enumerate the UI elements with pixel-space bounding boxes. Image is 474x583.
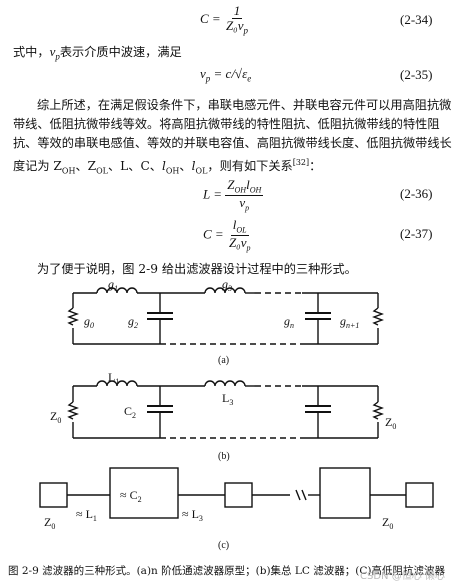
section-block-2 [224, 482, 253, 508]
resistor-Z0-right [372, 401, 384, 420]
label-Z0-left-b: Z0 [50, 409, 61, 425]
watermark: CSDN @恒心 懒心 [360, 571, 445, 582]
label-L1: L1 [108, 370, 119, 386]
label-gn1: gn+1 [340, 314, 359, 330]
inductor-g1 [96, 287, 138, 294]
figure-c-layout [39, 467, 434, 519]
label-Z0-right-c: Z0 [382, 515, 393, 531]
eq34-fraction: 1 Z₀vp [225, 3, 248, 36]
label-C2-approx: ≈ C2 [120, 488, 142, 504]
paragraph-figure-intro: 为了便于说明，图 2-9 给出滤波器设计过程中的三种形式。 [37, 262, 357, 276]
figure-b-circuit [67, 380, 384, 439]
label-Z0-left-c: Z0 [44, 515, 55, 531]
inductor-L3 [204, 380, 246, 387]
equation-number-2-37: (2-37) [400, 226, 433, 241]
inductor-L1 [96, 380, 138, 387]
resistor-Z0-left [67, 401, 79, 420]
eq34-lhs: C = [200, 10, 221, 26]
label-g1: g1 [108, 278, 118, 293]
equation-number-2-36: (2-36) [400, 186, 433, 201]
filter-figures: g1 g3 g0 g2 gn gn+1 (a) L1 C2 L3 Z0 Z0 (… [39, 278, 434, 551]
equation-2-35: vp = c/√εe [200, 66, 252, 84]
low-impedance-block-n [319, 467, 371, 519]
port-left [39, 482, 68, 508]
equation-2-34: C = 1 Z₀vp [200, 4, 250, 36]
label-Z0-right-b: Z0 [385, 415, 396, 431]
label-g2: g2 [128, 314, 138, 330]
equation-number-2-35: (2-35) [400, 67, 433, 82]
port-right [405, 482, 434, 508]
paragraph-wave-speed: 式中，vp表示介质中波速，满足 [13, 44, 182, 62]
low-impedance-block-1 [109, 467, 179, 519]
equation-number-2-34: (2-34) [400, 12, 433, 27]
label-figure-b: (b) [218, 451, 230, 462]
label-figure-a: (a) [218, 355, 229, 366]
equation-2-37: C = lOL Z₀vp [203, 217, 251, 253]
label-L3-approx: ≈ L3 [182, 507, 203, 523]
label-C2: C2 [124, 404, 136, 420]
label-gn: gn [284, 314, 294, 330]
inductor-g3 [204, 287, 246, 294]
equation-2-36: L = ZOHlOH vp [203, 177, 264, 213]
paragraph-summary: 综上所述，在满足假设条件下，串联电感元件、并联电容元件可以用高阻抗微带线、低阻抗… [13, 98, 452, 176]
resistor-g0 [67, 307, 79, 326]
figure-a-circuit [67, 287, 384, 345]
label-figure-c: (c) [218, 540, 229, 551]
label-L1-approx: ≈ L1 [76, 507, 97, 523]
label-g3: g3 [222, 278, 232, 293]
resistor-gn1 [372, 307, 384, 326]
label-L3: L3 [222, 391, 233, 407]
label-g0: g0 [84, 314, 94, 330]
figure-caption: 图 2-9 滤波器的三种形式。(a)n 阶低通滤波器原型；(b)集总 LC 滤波… [8, 565, 445, 577]
